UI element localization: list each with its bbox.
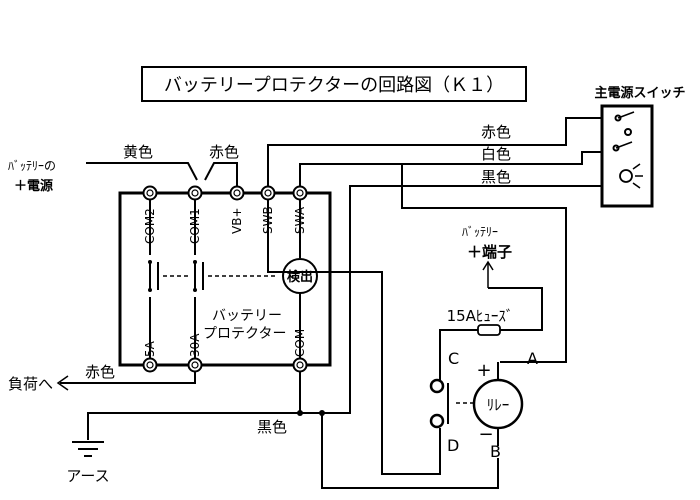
ground-icon <box>72 441 104 457</box>
terminal-label-5a: 5A <box>143 340 157 357</box>
wire-white-label: 白色 <box>481 145 511 163</box>
battery-plus-label-2: ＋電源 <box>14 178 53 194</box>
page-title: バッテリープロテクターの回路図（Ｋ１） <box>164 75 504 96</box>
wire-red-to-switch <box>267 117 602 188</box>
point-a-label: A <box>527 349 538 368</box>
wire-red-label: 赤色 <box>481 123 511 141</box>
relay-minus-label: − <box>478 424 493 445</box>
relay-contacts-internal <box>148 260 204 292</box>
contact-d <box>429 413 445 429</box>
battery-terminal-label-2: ＋端子 <box>467 243 512 261</box>
title-box <box>141 66 527 102</box>
main-switch-label: 主電源スイッチ <box>594 85 685 101</box>
load-label: 負荷へ <box>8 375 53 393</box>
fuse-icon <box>477 324 501 336</box>
point-b-label: B <box>490 442 501 461</box>
switch-contacts <box>612 111 635 152</box>
wire-fuse-left <box>439 329 480 380</box>
wire-com-black <box>300 410 351 414</box>
terminal-5a <box>142 357 158 373</box>
wire-red-top-label: 赤色 <box>209 143 239 161</box>
battery-plus-label-1: ﾊﾞｯﾃﾘｰの <box>8 159 56 173</box>
terminal-label-vb-plus: VB+ <box>230 208 244 235</box>
fuse-label: 15Aﾋｭｰｽﾞ <box>447 307 514 325</box>
wire-black-bottom-label: 黒色 <box>257 418 287 436</box>
terminal-30a <box>187 357 203 373</box>
wire-yellow-label: 黄色 <box>123 143 153 161</box>
ground-label: アース <box>66 467 109 485</box>
indicator-lamp-icon <box>619 163 643 189</box>
terminal-label-30a: 30A <box>188 333 202 357</box>
load-arrow-icon <box>56 375 69 391</box>
terminal-vb-plus <box>229 185 245 201</box>
wire-black-to-switch <box>349 185 602 410</box>
junction-1 <box>297 410 303 416</box>
relay-label: ﾘﾚｰ <box>487 396 510 414</box>
point-d-label: D <box>447 436 459 455</box>
point-c-label: C <box>448 349 459 368</box>
wire-black-label: 黒色 <box>481 168 511 186</box>
contact-c <box>429 378 445 394</box>
wire-swb-to-d <box>267 200 441 475</box>
wire-yellow <box>86 162 198 181</box>
wire-ground <box>87 372 301 440</box>
terminal-swa <box>292 185 308 201</box>
terminal-com2 <box>142 185 158 201</box>
terminal-swb <box>260 185 276 201</box>
main-power-switch <box>600 104 654 208</box>
wire-load <box>60 372 196 384</box>
protector-label-2: プロテクター <box>203 326 286 342</box>
terminal-label-com: COM <box>293 329 307 357</box>
wire-load-label: 赤色 <box>85 363 115 381</box>
terminal-com1 <box>187 185 203 201</box>
wire-red-top <box>204 162 238 188</box>
wire-white-to-switch <box>299 151 602 188</box>
wire-com-to-b <box>321 413 499 489</box>
terminal-com <box>292 357 308 373</box>
wire-fuse-right <box>488 287 543 331</box>
battery-terminal-label-1: ﾊﾞｯﾃﾘｰ <box>462 225 498 239</box>
protector-label-1: バッテリー <box>212 308 282 324</box>
wire-white-to-a <box>401 164 567 363</box>
battery-arrow-head-icon <box>482 260 494 271</box>
relay-plus-label: + <box>476 360 491 381</box>
